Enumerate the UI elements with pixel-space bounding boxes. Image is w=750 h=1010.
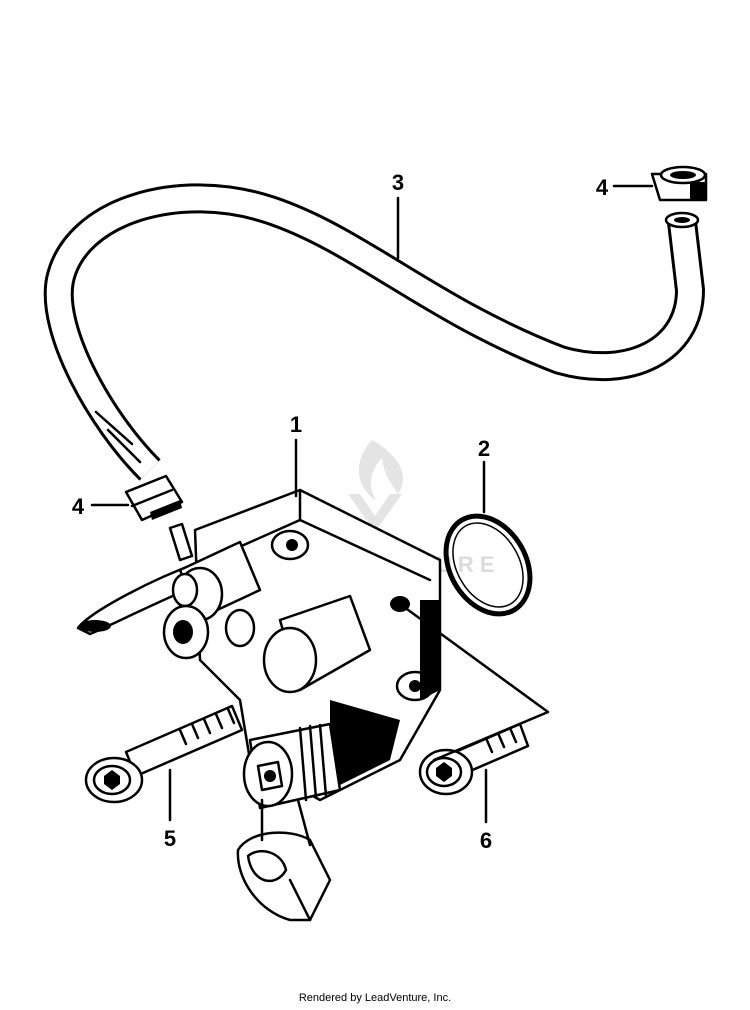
render-credit: Rendered by LeadVenture, Inc. [298,992,452,1004]
callout-2: 2 [478,436,490,461]
leadventure-flame-logo-icon [348,440,403,532]
hose-clamp-upper-part-4 [650,165,708,202]
leader-lines [90,184,654,824]
hose-part-3 [43,183,705,481]
callout-5: 5 [164,826,176,851]
bolt-long-part-5 [84,704,244,804]
hose-clamp-lower-part-4 [124,474,184,522]
oil-pump-body-part-1 [76,488,442,922]
callout-1: 1 [290,412,302,437]
callout-4-upper: 4 [596,175,609,200]
callout-6: 6 [480,828,492,853]
callout-3: 3 [392,170,404,195]
callout-4-lower: 4 [72,494,85,519]
bolt-short-part-6 [418,722,530,796]
callout-labels: 1 2 3 4 4 5 6 [72,170,609,853]
o-ring-part-2 [443,513,533,617]
